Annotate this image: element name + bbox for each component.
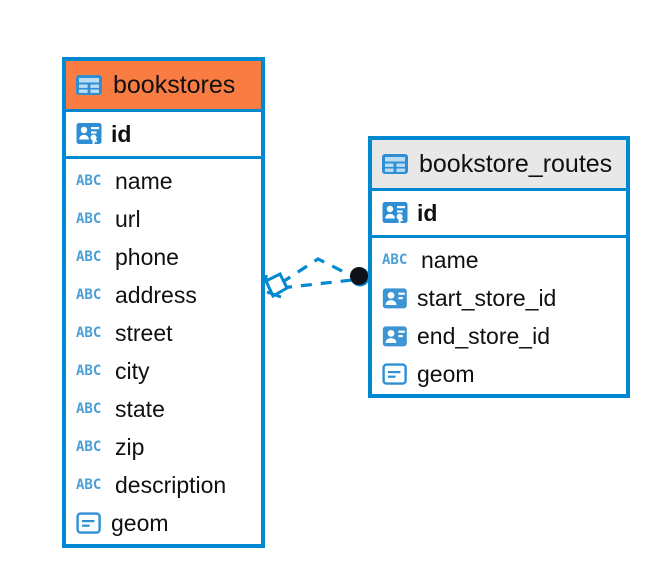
field-row-id[interactable]: id (372, 191, 626, 235)
relationship-source-diamond (264, 271, 289, 299)
primary-key-icon (76, 122, 102, 146)
text-abc-icon: ABC (76, 439, 102, 455)
field-label: phone (115, 243, 179, 270)
field-label: url (115, 205, 141, 232)
field-row-url[interactable]: ABC url (66, 200, 261, 238)
field-section-bookstore-routes: ABC name start_store_id (372, 238, 626, 393)
field-row-name[interactable]: ABC name (66, 162, 261, 200)
field-label: zip (115, 433, 145, 460)
foreign-key-icon (382, 287, 408, 310)
entity-title: bookstores (113, 70, 236, 99)
field-row-start-store-id[interactable]: start_store_id (372, 279, 626, 317)
field-row-zip[interactable]: ABC zip (66, 428, 261, 466)
primary-key-icon (382, 201, 408, 225)
field-label: geom (417, 360, 475, 387)
text-abc-icon: ABC (76, 401, 102, 417)
text-abc-icon: ABC (76, 173, 102, 189)
text-abc-icon: ABC (76, 363, 102, 379)
entity-title: bookstore_routes (419, 149, 613, 178)
relationship-target-dot (350, 267, 370, 287)
geometry-icon (382, 362, 408, 386)
foreign-key-icon (382, 325, 408, 348)
field-label: state (115, 395, 165, 422)
field-row-geom[interactable]: geom (66, 504, 261, 542)
field-row-id[interactable]: id (66, 112, 261, 156)
field-row-description[interactable]: ABC description (66, 466, 261, 504)
table-icon (76, 75, 102, 95)
field-label: end_store_id (417, 322, 550, 349)
field-label: address (115, 281, 197, 308)
primary-key-section-bookstore-routes: id (372, 188, 626, 238)
field-row-city[interactable]: ABC city (66, 352, 261, 390)
entity-header-bookstores[interactable]: bookstores (66, 61, 261, 109)
field-row-phone[interactable]: ABC phone (66, 238, 261, 276)
field-row-geom[interactable]: geom (372, 355, 626, 393)
field-row-state[interactable]: ABC state (66, 390, 261, 428)
field-label: name (421, 246, 479, 273)
entity-table-bookstore-routes[interactable]: bookstore_routes id (368, 136, 630, 398)
text-abc-icon: ABC (76, 211, 102, 227)
field-label: start_store_id (417, 284, 557, 311)
text-abc-icon: ABC (76, 249, 102, 265)
relationship-line-upper (280, 257, 353, 285)
relationship-line-lower (280, 278, 353, 290)
text-abc-icon: ABC (76, 477, 102, 493)
field-row-name[interactable]: ABC name (372, 241, 626, 279)
field-section-bookstores: ABC name ABC url ABC phone ABC address A… (66, 159, 261, 542)
text-abc-icon: ABC (76, 325, 102, 341)
field-label: id (417, 199, 438, 226)
geometry-icon (76, 511, 102, 535)
field-label: name (115, 167, 173, 194)
field-row-street[interactable]: ABC street (66, 314, 261, 352)
entity-table-bookstores[interactable]: bookstores id (62, 57, 265, 548)
field-label: city (115, 357, 150, 384)
field-label: description (115, 471, 227, 498)
field-label: id (111, 120, 132, 147)
text-abc-icon: ABC (76, 287, 102, 303)
entity-header-bookstore-routes[interactable]: bookstore_routes (372, 140, 626, 188)
primary-key-section-bookstores: id (66, 109, 261, 159)
table-icon (382, 154, 408, 174)
field-label: geom (111, 509, 169, 536)
field-row-address[interactable]: ABC address (66, 276, 261, 314)
text-abc-icon: ABC (382, 252, 408, 268)
field-label: street (115, 319, 173, 346)
field-row-end-store-id[interactable]: end_store_id (372, 317, 626, 355)
